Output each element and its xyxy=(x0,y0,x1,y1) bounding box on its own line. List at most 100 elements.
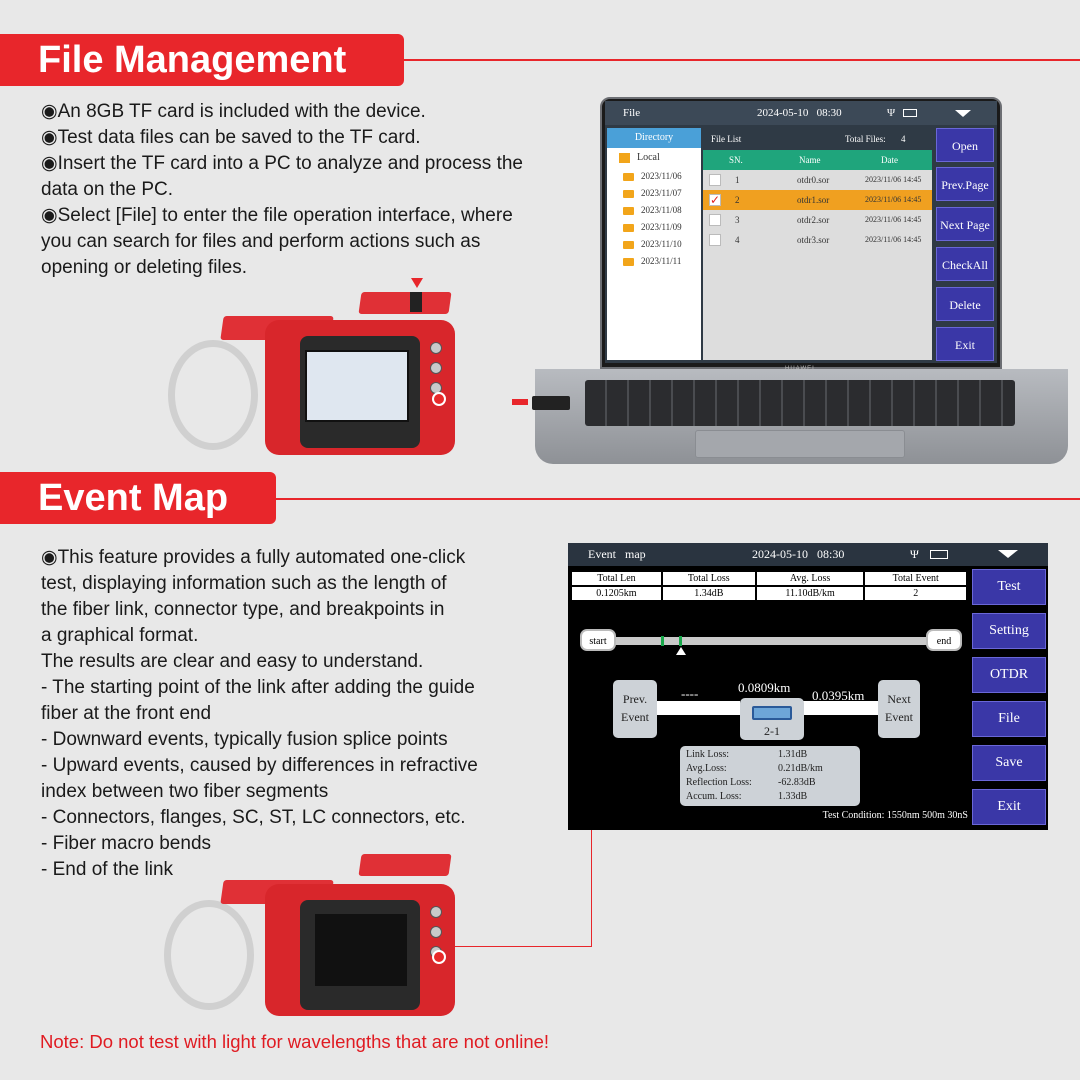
connector-icon xyxy=(752,706,792,720)
file-name: otdr0.sor xyxy=(797,175,830,185)
loss-label: Avg.Loss: xyxy=(686,763,727,774)
device-screen xyxy=(305,350,409,422)
file-date: 2023/11/06 14:45 xyxy=(865,175,922,184)
folder-icon xyxy=(623,190,634,198)
file-list-header: File List Total Files: 4 xyxy=(703,128,932,150)
file-name: otdr1.sor xyxy=(797,195,830,205)
folder-item[interactable]: 2023/11/09 xyxy=(607,219,701,236)
row-checkbox[interactable] xyxy=(709,174,721,186)
device-screen xyxy=(315,914,407,986)
folder-label: 2023/11/08 xyxy=(641,205,682,215)
avg-loss-value: 11.10dB/km xyxy=(754,585,866,602)
usb-icon: Ψ xyxy=(887,107,896,119)
exit-button[interactable]: Exit xyxy=(972,789,1046,825)
file-row[interactable]: 1 otdr0.sor 2023/11/06 14:45 xyxy=(703,170,932,190)
callout-line-horizontal xyxy=(420,946,592,947)
wrist-strap xyxy=(168,340,258,450)
folder-label: 2023/11/09 xyxy=(641,222,682,232)
folder-item[interactable]: 2023/11/10 xyxy=(607,236,701,253)
file-row[interactable]: 3 otdr2.sor 2023/11/06 14:45 xyxy=(703,210,932,230)
file-sn: 4 xyxy=(735,235,740,245)
folder-label: 2023/11/10 xyxy=(641,239,682,249)
test-button[interactable]: Test xyxy=(972,569,1046,605)
file-screen-titlebar: File 2024-05-10 08:30 Ψ xyxy=(605,101,997,125)
otdr-device-image xyxy=(160,850,470,1020)
file-table-header: SN. Name Date xyxy=(703,150,932,170)
exit-button[interactable]: Exit xyxy=(936,327,994,361)
prev-event-button[interactable]: Prev. Event xyxy=(613,680,657,738)
directory-header: Directory xyxy=(607,128,701,148)
loss-value: 1.33dB xyxy=(778,791,808,802)
callout-line-vertical xyxy=(591,830,592,946)
tf-card-icon xyxy=(410,292,422,312)
description-line: ◉This feature provides a fully automated… xyxy=(41,547,466,568)
folder-item[interactable]: 2023/11/07 xyxy=(607,185,701,202)
folder-item[interactable]: 2023/11/08 xyxy=(607,202,701,219)
summary-header-row: Total Len Total Loss Avg. Loss Total Eve… xyxy=(570,570,968,587)
warning-note: Note: Do not test with light for wavelen… xyxy=(40,1031,550,1052)
screen-datetime: 2024-05-10 08:30 xyxy=(752,547,845,561)
dropdown-icon[interactable] xyxy=(955,110,971,117)
power-button-icon xyxy=(432,950,446,964)
next-event-button[interactable]: Next Event xyxy=(878,680,920,738)
folder-item[interactable]: 2023/11/06 xyxy=(607,168,701,185)
folder-item[interactable]: 2023/11/11 xyxy=(607,253,701,270)
file-screen: File 2024-05-10 08:30 Ψ Directory Local … xyxy=(605,101,997,363)
folder-label: 2023/11/11 xyxy=(641,256,682,266)
loss-row: Accum. Loss:1.33dB xyxy=(686,790,860,804)
left-distance: ---- xyxy=(681,686,699,701)
section-banner-event-map: Event Map xyxy=(0,472,276,524)
device-button xyxy=(430,362,442,374)
screen-title: File xyxy=(623,107,641,119)
row-checkbox[interactable] xyxy=(709,234,721,246)
event-map-description: ◉This feature provides a fully automated… xyxy=(41,545,561,883)
folder-icon xyxy=(623,241,634,249)
save-button[interactable]: Save xyxy=(972,745,1046,781)
file-name: otdr3.sor xyxy=(797,235,830,245)
folder-icon xyxy=(623,258,634,266)
file-name: otdr2.sor xyxy=(797,215,830,225)
battery-icon xyxy=(903,109,917,117)
checked-checkbox-icon[interactable]: ✓ xyxy=(709,193,721,207)
row-checkbox[interactable] xyxy=(709,214,721,226)
file-button[interactable]: File xyxy=(972,701,1046,737)
prev-event-label: Event xyxy=(621,710,649,724)
arrow-right-icon xyxy=(512,399,528,405)
next-page-button[interactable]: Next Page xyxy=(936,207,994,241)
folder-icon xyxy=(619,153,630,163)
dropdown-icon[interactable] xyxy=(998,550,1018,558)
event-map-screen: Event map 2024-05-10 08:30 Ψ Total Len T… xyxy=(568,543,1048,830)
prev-page-button[interactable]: Prev.Page xyxy=(936,167,994,201)
device-lid-right xyxy=(358,292,452,314)
bullet-text: ◉An 8GB TF card is included with the dev… xyxy=(41,101,426,122)
file-row[interactable]: 4 otdr3.sor 2023/11/06 14:45 xyxy=(703,230,932,250)
check-all-button[interactable]: CheckAll xyxy=(936,247,994,281)
file-row-selected[interactable]: ✓ 2 otdr1.sor 2023/11/06 14:45 xyxy=(703,190,932,210)
file-list-panel: File List Total Files: 4 SN. Name Date 1… xyxy=(703,128,932,360)
current-event-box[interactable]: 2-1 xyxy=(740,698,804,740)
loss-label: Reflection Loss: xyxy=(686,777,752,788)
loss-row: Link Loss:1.31dB xyxy=(686,748,860,762)
open-button[interactable]: Open xyxy=(936,128,994,162)
bullet-text: ◉Select [File] to enter the file operati… xyxy=(41,205,513,278)
description-line: - Downward events, typically fusion spli… xyxy=(41,729,448,750)
otdr-button[interactable]: OTDR xyxy=(972,657,1046,693)
setting-button[interactable]: Setting xyxy=(972,613,1046,649)
next-distance: 0.0395km xyxy=(812,688,865,703)
event-id: 2-1 xyxy=(764,724,780,738)
directory-root[interactable]: Local xyxy=(607,148,701,168)
loss-label: Link Loss: xyxy=(686,749,730,760)
description-line: fiber at the front end xyxy=(41,703,212,724)
summary-header: Total Len xyxy=(570,570,663,587)
end-label: end xyxy=(926,629,962,651)
bullet-text: ◉Test data files can be saved to the TF … xyxy=(41,127,421,148)
total-event-value: 2 xyxy=(863,585,968,602)
description-line: - Fiber macro bends xyxy=(41,833,212,854)
bullet-text: ◉Insert the TF card into a PC to analyze… xyxy=(41,153,523,200)
col-sn: SN. xyxy=(729,155,743,165)
arrow-down-icon xyxy=(411,278,423,288)
description-line: test, displaying information such as the… xyxy=(41,573,447,594)
delete-button[interactable]: Delete xyxy=(936,287,994,321)
file-date: 2023/11/06 14:45 xyxy=(865,235,922,244)
summary-header: Total Event xyxy=(863,570,968,587)
